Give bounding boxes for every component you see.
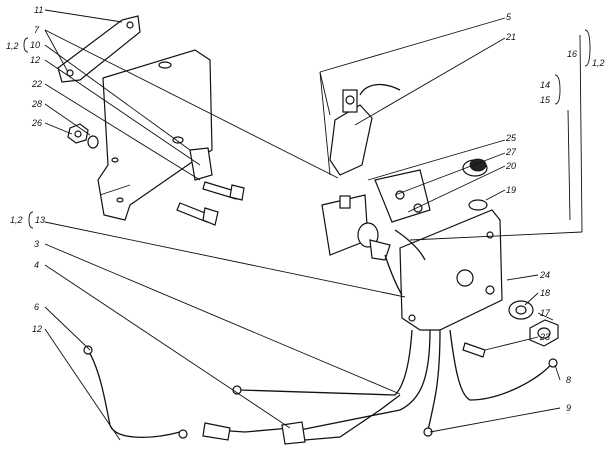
label-28: 28 (31, 99, 42, 109)
label-8: 8 (566, 375, 571, 385)
label-3: 3 (34, 239, 39, 249)
bolt-left-lower (176, 202, 219, 226)
label-21: 21 (505, 32, 516, 42)
label-braces (23, 29, 591, 229)
top-bracket (57, 15, 141, 83)
wiring (83, 83, 558, 445)
label-1-2-group-13: 1,2 (10, 215, 23, 225)
label-1-2-group-left: 1,2 (6, 41, 19, 51)
label-5: 5 (506, 12, 512, 22)
bolt-left-upper (202, 181, 245, 201)
label-1-2-group-right: 1,2 (592, 58, 605, 68)
label-7: 7 (34, 25, 40, 35)
solenoid-block (321, 194, 391, 261)
bolt-23 (462, 342, 486, 358)
cap-part (462, 158, 488, 211)
label-10: 10 (30, 40, 40, 50)
label-20: 20 (505, 161, 516, 171)
right-mounting-plate (399, 209, 503, 331)
label-19: 19 (506, 185, 516, 195)
leader-lines (44, 9, 583, 441)
label-12-bottom: 12 (32, 324, 42, 334)
label-9: 9 (566, 403, 571, 413)
label-25: 25 (505, 133, 517, 143)
nut-17 (529, 319, 559, 347)
label-15: 15 (540, 95, 551, 105)
label-14: 14 (540, 80, 550, 90)
label-27: 27 (505, 147, 517, 157)
label-4: 4 (34, 260, 39, 270)
washer-18 (508, 300, 534, 320)
label-18: 18 (540, 288, 550, 298)
label-24: 24 (539, 270, 550, 280)
switch-assembly (329, 89, 431, 223)
label-22: 22 (31, 79, 42, 89)
label-17: 17 (540, 308, 551, 318)
label-26: 26 (31, 118, 42, 128)
label-12-top: 12 (30, 55, 40, 65)
label-6: 6 (34, 302, 39, 312)
label-13: 13 (35, 215, 45, 225)
label-23: 23 (539, 332, 550, 342)
nut-left (67, 123, 99, 149)
label-11: 11 (34, 5, 43, 15)
label-16: 16 (567, 49, 577, 59)
